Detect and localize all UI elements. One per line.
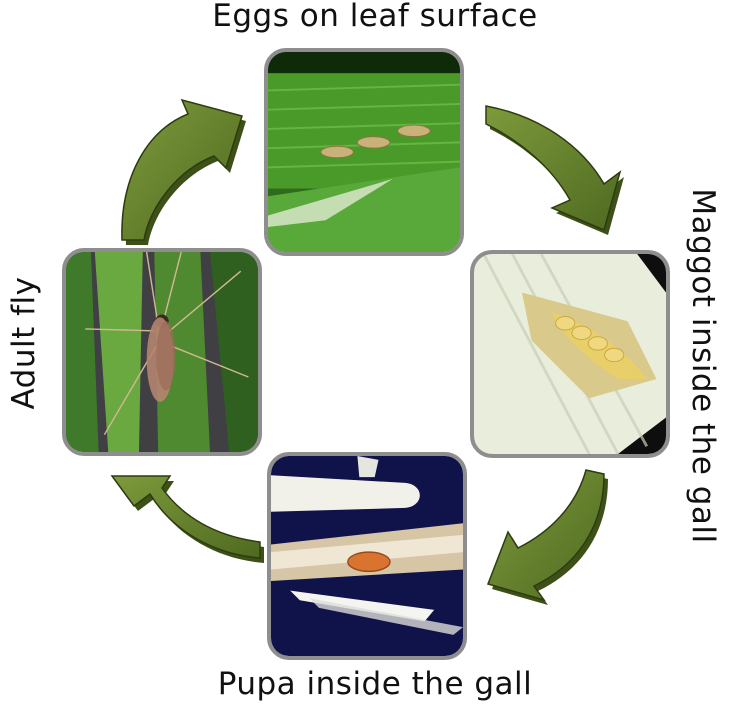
arrow-maggot-to-pupa — [487, 469, 608, 605]
label-adult-fly: Adult fly — [6, 276, 42, 410]
label-eggs-on-leaf-surface: Eggs on leaf surface — [212, 0, 538, 34]
photo-pupa-inside-gall — [267, 452, 467, 660]
photo-adult-fly — [62, 248, 262, 456]
label-maggot-inside-gall: Maggot inside the gall — [685, 188, 721, 544]
arrow-eggs-to-maggot — [485, 105, 624, 235]
label-pupa-inside-gall: Pupa inside the gall — [217, 666, 533, 702]
photo-eggs-on-leaf — [264, 48, 464, 256]
arrow-pupa-to-adult — [110, 475, 264, 563]
photo-maggot-inside-gall — [470, 250, 670, 458]
arrow-adult-to-eggs — [121, 98, 246, 245]
